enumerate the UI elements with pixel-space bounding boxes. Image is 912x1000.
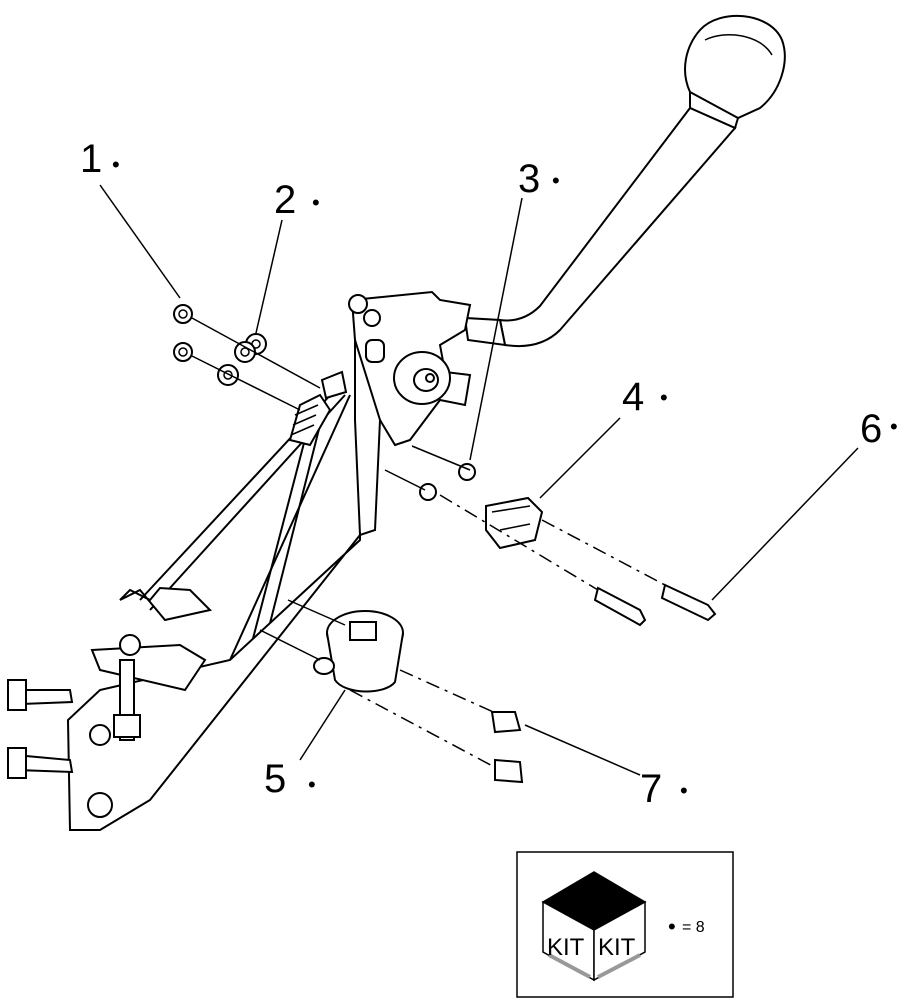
svg-text:•: •	[112, 152, 120, 177]
svg-text:•: •	[308, 772, 316, 797]
shift-lever	[463, 14, 786, 348]
svg-text:7: 7	[640, 767, 662, 811]
kit-label-right: KIT	[598, 934, 636, 961]
svg-text:3: 3	[518, 157, 540, 201]
kit-legend: KIT KIT • = 8	[516, 851, 734, 998]
svg-text:•: •	[890, 414, 898, 439]
svg-text:•: •	[680, 778, 688, 803]
kit-box-icon: KIT KIT	[541, 871, 647, 982]
svg-text:6: 6	[860, 407, 882, 451]
kit-legend-equals: = 8	[682, 919, 705, 936]
svg-text:2: 2	[274, 178, 296, 222]
callout-6: 6 •	[860, 407, 898, 451]
kit-legend-marker: •	[668, 914, 676, 939]
kit-label-left: KIT	[547, 934, 585, 961]
callout-4: 4 •	[622, 375, 668, 419]
linkage-rods	[139, 370, 351, 661]
plugs	[490, 711, 524, 784]
mounting-bracket	[7, 532, 361, 831]
shifter-plate	[348, 290, 472, 537]
callout-1: 1 •	[80, 137, 120, 181]
svg-text:5: 5	[264, 757, 286, 801]
callout-3: 3 •	[518, 157, 560, 201]
svg-text:•: •	[552, 168, 560, 193]
screws	[593, 583, 717, 627]
callout-5: 5 •	[264, 757, 316, 801]
collar	[259, 599, 501, 771]
svg-text:1: 1	[80, 137, 102, 181]
nuts-and-washers	[173, 304, 321, 411]
svg-text:4: 4	[622, 375, 644, 419]
leader-lines	[99, 184, 859, 776]
callout-7: 7 •	[640, 767, 688, 811]
svg-text:•: •	[312, 190, 320, 215]
callout-2: 2 •	[274, 178, 320, 222]
svg-text:•: •	[660, 385, 668, 410]
switch-assembly	[384, 445, 666, 591]
